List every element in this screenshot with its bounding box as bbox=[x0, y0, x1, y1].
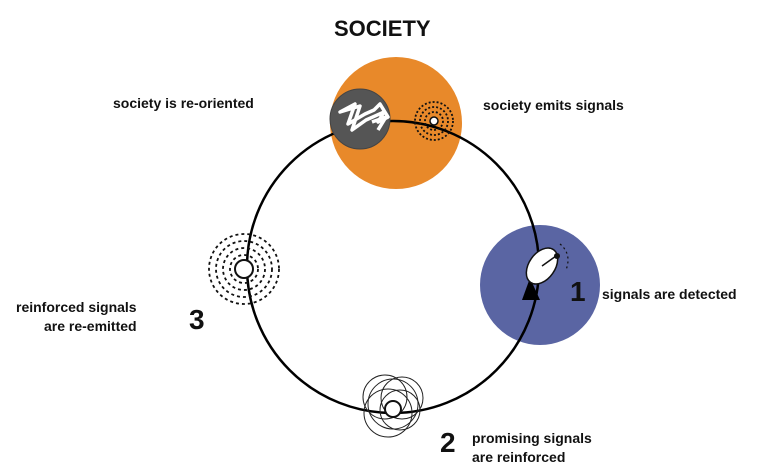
label-promising-line1: promising signals bbox=[472, 430, 592, 446]
label-society-reoriented: society is re-oriented bbox=[113, 95, 254, 111]
label-promising-line2: are reinforced bbox=[472, 449, 566, 465]
white-arrows-icon bbox=[329, 88, 391, 150]
signal-emitter-icon bbox=[414, 101, 454, 141]
overlapping-rings-icon bbox=[362, 374, 424, 438]
label-reemitted-line1: reinforced signals bbox=[16, 299, 137, 315]
label-reemitted-line2: are re-emitted bbox=[44, 318, 137, 334]
step-number-3: 3 bbox=[189, 304, 205, 335]
satellite-dish-icon bbox=[522, 243, 569, 300]
label-signals-detected: signals are detected bbox=[602, 286, 737, 302]
reemitted-signal-icon bbox=[208, 233, 280, 305]
step-number-2: 2 bbox=[440, 427, 456, 458]
label-society-emits: society emits signals bbox=[483, 97, 624, 113]
detection-circle bbox=[480, 225, 600, 345]
diagram-title: SOCIETY bbox=[334, 16, 431, 41]
step-number-1: 1 bbox=[570, 276, 586, 307]
